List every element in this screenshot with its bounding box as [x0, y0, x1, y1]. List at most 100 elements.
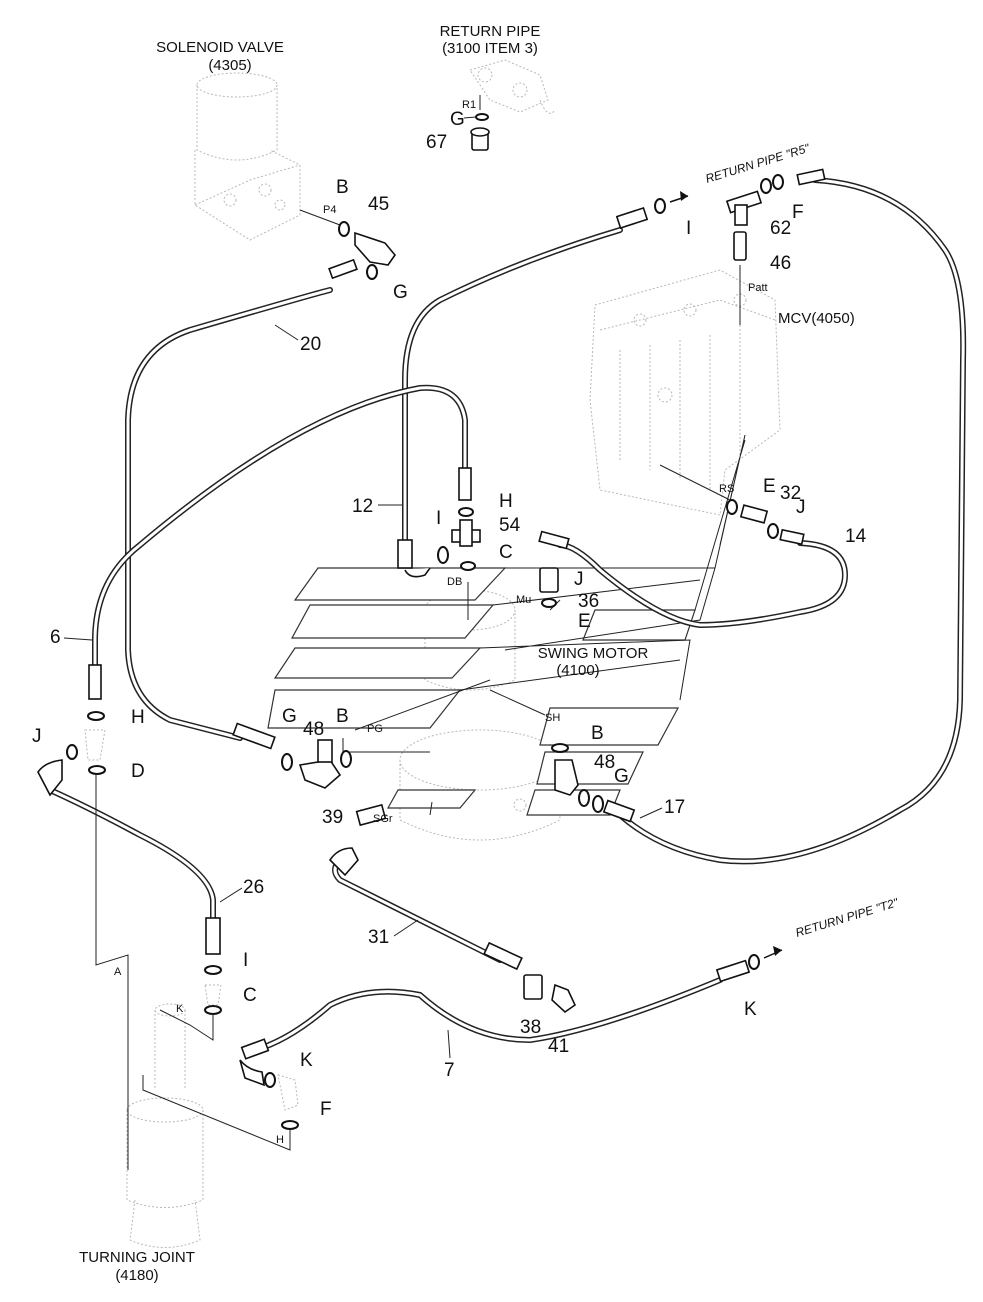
callout-f-tee: F [792, 202, 804, 223]
o-ring [592, 795, 604, 813]
return-pipe-r5-label: RETURN PIPE "R5" [704, 141, 812, 186]
port-r1: R1 [462, 99, 476, 111]
motor-panels [267, 434, 746, 816]
callout-j-left: J [32, 726, 42, 747]
callout-36: 36 [578, 591, 599, 612]
hose-17-loop [617, 177, 967, 865]
fitting-32 [739, 504, 769, 524]
port-rs: RS [719, 483, 734, 495]
port-labels: R1 P4 Patt RS DB Mu PG SH SGr A K H [114, 99, 768, 1146]
callout-b-sh: B [591, 723, 604, 744]
solenoid-valve-drawing [194, 72, 301, 241]
callout-k-t2: K [744, 999, 757, 1020]
callout-12: 12 [352, 496, 373, 517]
fitting-36 [539, 567, 559, 593]
hose-end [88, 664, 102, 700]
hose-26 [47, 787, 216, 943]
callout-39: 39 [322, 807, 343, 828]
plug-67 [470, 127, 490, 151]
part-callouts: G 67 B 45 G 20 I F 62 46 12 H I 54 C E 3… [32, 109, 867, 1120]
callout-i-mid: I [436, 508, 441, 529]
callout-f-bot: F [320, 1099, 332, 1120]
callout-e-rs: E [763, 476, 776, 497]
component-captions: SOLENOID VALVE (4305) RETURN PIPE (3100 … [79, 23, 900, 1284]
hose-end [715, 959, 751, 983]
callout-g-48: G [282, 706, 297, 727]
mcv-drawing [589, 269, 781, 516]
callout-14: 14 [845, 526, 867, 547]
port-sgr: SGr [373, 813, 393, 825]
elbow-48b [554, 759, 579, 796]
callout-h-left: H [131, 707, 145, 728]
return-pipe-drawing [469, 59, 556, 114]
o-ring [460, 561, 476, 571]
callout-g-sh: G [614, 766, 629, 787]
port-mu: Mu [516, 594, 531, 606]
hoses [47, 177, 967, 1053]
callout-45: 45 [368, 194, 389, 215]
elbow [404, 567, 431, 578]
callout-38: 38 [520, 1017, 541, 1038]
o-ring [281, 1120, 299, 1130]
callout-g-sv: G [393, 282, 408, 303]
plug-41 [551, 983, 577, 1014]
turning-joint-title: TURNING JOINT [79, 1249, 195, 1266]
hose-12 [402, 227, 623, 563]
callout-h-mid: H [499, 491, 513, 512]
callout-k-bot: K [300, 1050, 313, 1071]
hose-end [328, 258, 358, 280]
o-ring [578, 789, 590, 807]
callout-46: 46 [770, 253, 791, 274]
hose-end [779, 528, 805, 546]
o-ring [654, 198, 666, 214]
callout-7: 7 [444, 1060, 455, 1081]
hose-end [458, 467, 472, 501]
elbow-48 [298, 739, 342, 789]
hose-end [483, 941, 523, 971]
o-ring [475, 113, 489, 121]
callout-e-mid: E [578, 611, 591, 632]
turning-joint-drawing [126, 1003, 204, 1248]
callout-32: 32 [780, 483, 801, 504]
elbow [328, 847, 359, 877]
hose-end [615, 206, 649, 230]
callout-6: 6 [50, 627, 61, 648]
swing-motor-title: SWING MOTOR [538, 645, 649, 662]
callout-17: 17 [664, 797, 685, 818]
o-ring [340, 750, 352, 768]
callout-26: 26 [243, 877, 264, 898]
hose-7 [252, 977, 723, 1053]
return-pipe-title: RETURN PIPE [440, 23, 541, 40]
callout-c-bot: C [243, 985, 257, 1006]
elbow-45 [354, 231, 397, 266]
callout-48b: 48 [594, 752, 615, 773]
hose-6 [92, 384, 468, 693]
o-ring [264, 1072, 276, 1088]
callout-i-bot: I [243, 950, 248, 971]
port-sh: SH [545, 712, 560, 724]
return-pipe-code: (3100 ITEM 3) [442, 40, 538, 57]
callout-31: 31 [368, 927, 389, 948]
o-ring [87, 711, 105, 721]
o-ring [88, 765, 106, 775]
callout-20: 20 [300, 334, 321, 355]
hose-31 [332, 857, 503, 963]
mcv-title: MCV(4050) [778, 310, 855, 327]
elbow [37, 759, 63, 797]
solenoid-valve-title: SOLENOID VALVE [156, 39, 284, 56]
hose-end [232, 722, 276, 750]
o-ring [726, 499, 738, 515]
leader-lines [95, 95, 741, 1170]
hose-14 [557, 540, 848, 628]
hose-end [205, 917, 221, 955]
callout-c-mid: C [499, 542, 513, 563]
callout-d-left: D [131, 761, 145, 782]
hose-end [397, 539, 413, 569]
swing-motor-code: (4100) [556, 662, 599, 679]
callout-i-r5: I [686, 218, 691, 239]
o-ring [66, 744, 78, 760]
callout-g-top: G [450, 109, 465, 130]
o-ring [767, 523, 779, 539]
callout-j-rs: J [796, 497, 806, 518]
port-patt: Patt [748, 282, 768, 294]
